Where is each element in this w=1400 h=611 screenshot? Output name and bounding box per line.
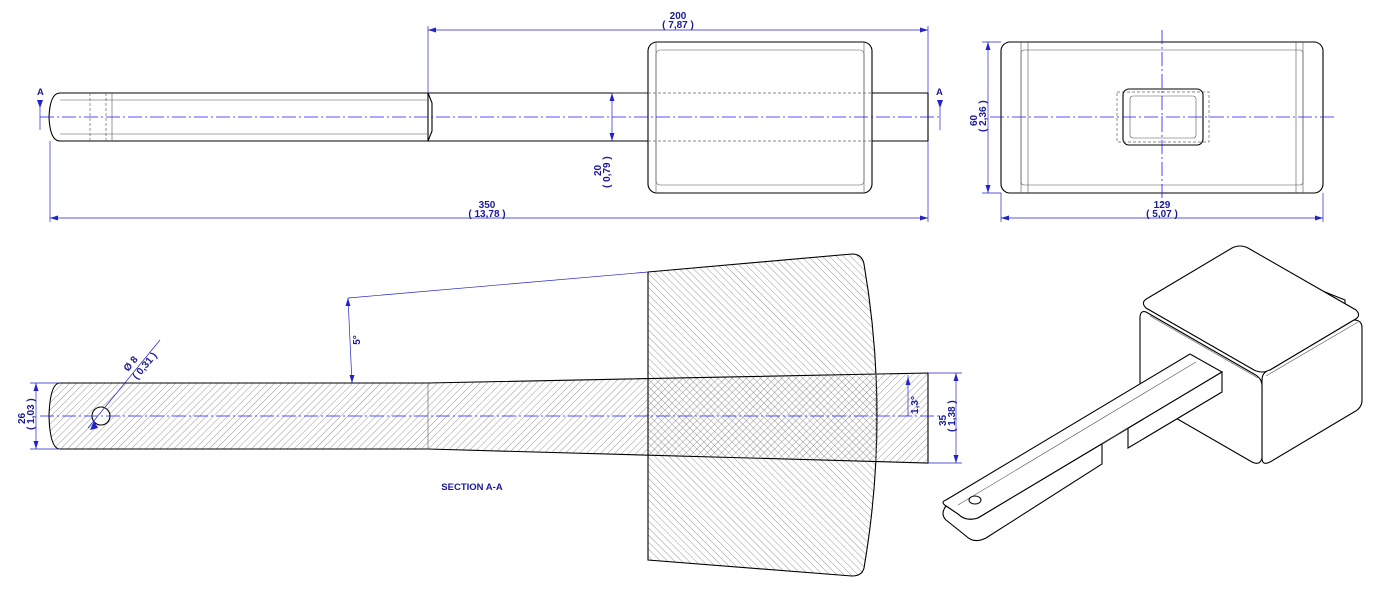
- section-arrowhead-right: [937, 100, 943, 108]
- dim-129-arrow-l: [1001, 215, 1009, 221]
- dim-angle-arrow-b: [349, 375, 355, 383]
- dim-129-in: ( 5,07 ): [1146, 209, 1178, 220]
- isometric-view: [942, 245, 1363, 542]
- dim-200-in: ( 7,87 ): [662, 20, 694, 31]
- dim-26-in: ( 1,03 ): [26, 398, 37, 430]
- dim-350-in: ( 13,78 ): [468, 209, 505, 220]
- dim-200-arrow-r: [920, 27, 928, 33]
- dim-200-mm: 200: [670, 11, 687, 22]
- dim-350-mm: 350: [479, 200, 496, 211]
- dim-20-arrow-b: [609, 133, 615, 141]
- dim-200-arrow-l: [428, 27, 436, 33]
- end-view: 60 ( 2,36 ) 129 ( 5,07 ): [969, 30, 1335, 222]
- iso-handle-front: [942, 371, 1223, 542]
- section-mark-left: A: [37, 87, 44, 98]
- dim-angle-ref: [347, 271, 649, 299]
- dim-350-arrow-r: [920, 215, 928, 221]
- head-bevel: [655, 49, 865, 186]
- dim-20-arrow-t: [609, 93, 615, 101]
- iso-head-edge1: [1149, 315, 1259, 379]
- end-socket-hidden: [1116, 91, 1210, 143]
- dim-hole-leader: [87, 339, 161, 429]
- dim-35-arrow-b: [953, 455, 959, 463]
- dim-26-mm: 26: [17, 412, 28, 424]
- dim-129-arrow-r: [1315, 215, 1323, 221]
- dim-35-mm: 35: [938, 414, 949, 426]
- section-mark-right: A: [936, 87, 943, 98]
- dim-20-mm: 20: [593, 164, 604, 176]
- dim-35-in: ( 1,38 ): [947, 400, 958, 432]
- iso-handle-top: [942, 353, 1224, 520]
- dim-26-arrow-b: [33, 441, 39, 449]
- dim-angle-arrow-t: [345, 298, 351, 306]
- iso-head-right: [1261, 319, 1363, 464]
- iso-head-edge2: [1265, 321, 1359, 377]
- dim-angle-text: 5°: [352, 335, 363, 345]
- top-view: A A 200 ( 7,87 ) 350 ( 13,78 ) 20 ( 0,79…: [37, 11, 943, 222]
- dim-129-mm: 129: [1154, 200, 1171, 211]
- dim-angle-line: [347, 297, 353, 384]
- dim-60-arrow-b: [985, 185, 991, 193]
- head-outline: [647, 41, 873, 194]
- section-title: SECTION A-A: [441, 482, 503, 493]
- handle-section: [48, 372, 929, 464]
- handle-outline: [48, 92, 429, 142]
- dim-60-mm: 60: [969, 114, 980, 126]
- dim-60-arrow-t: [985, 42, 991, 50]
- dim-350-arrow-l: [50, 215, 58, 221]
- dim-60-in: ( 2,36 ): [978, 100, 989, 132]
- iso-hole: [968, 495, 982, 505]
- dim-small-angle-text: 1,3°: [910, 396, 921, 414]
- section-arrowhead-left: [37, 100, 43, 108]
- dim-small-angle-arrow: [905, 377, 911, 385]
- section-view: Ø 8 ( 0,31 ) 5° 1,3° 26 ( 1,03 ) 35 ( 1,…: [17, 253, 962, 577]
- iso-handle-step: [1101, 427, 1129, 445]
- dim-hole-arrow: [90, 421, 98, 430]
- dim-35-arrow-t: [953, 373, 959, 381]
- iso-handle-edge: [957, 361, 1197, 506]
- dim-26-arrow-t: [33, 383, 39, 391]
- dim-20-in: ( 0,79 ): [602, 156, 613, 188]
